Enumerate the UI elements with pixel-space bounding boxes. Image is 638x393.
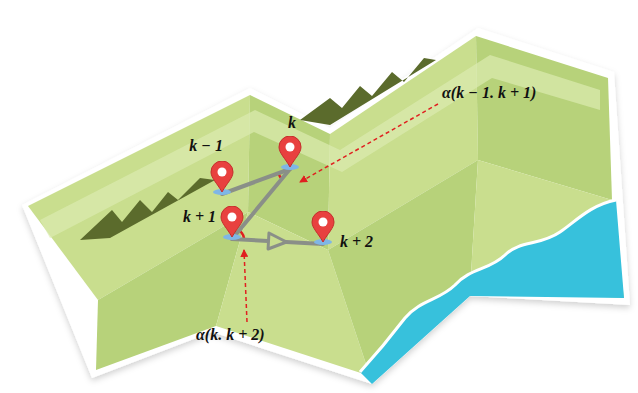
- angle-label: α(k. k + 2): [196, 326, 265, 344]
- pin-label: k − 1: [189, 137, 223, 155]
- pin-label: k + 2: [340, 233, 373, 251]
- location-pin: k: [277, 136, 303, 170]
- pin-icon: [310, 211, 336, 245]
- pin-label: k + 1: [183, 208, 216, 226]
- route-line: [232, 233, 323, 249]
- location-pin: k − 1: [209, 161, 235, 195]
- location-pin: k + 2: [310, 211, 336, 245]
- pin-label: k: [288, 114, 296, 132]
- route-line: [232, 169, 290, 239]
- pin-icon: [277, 136, 303, 170]
- pin-icon: [209, 161, 235, 195]
- pin-icon: [219, 206, 245, 240]
- angle-label: α(k − 1. k + 1): [442, 84, 536, 102]
- location-pin: k + 1: [219, 206, 245, 240]
